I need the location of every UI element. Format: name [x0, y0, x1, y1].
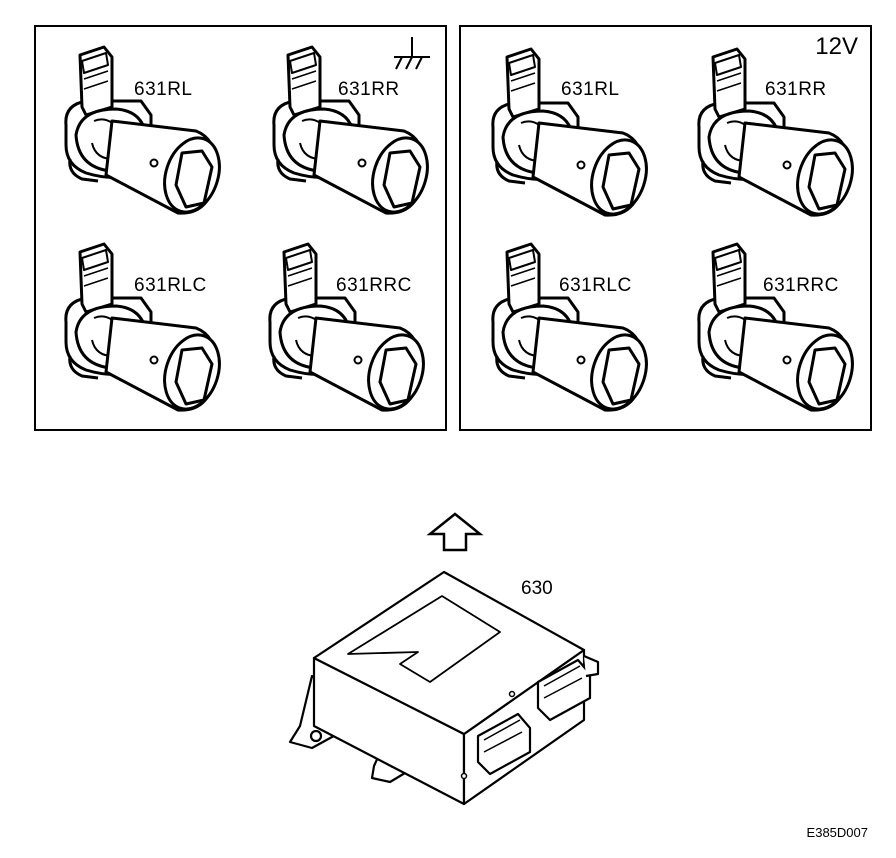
parking-sensor-icon: [46, 232, 226, 412]
parking-sensor-icon: [679, 37, 859, 217]
sensor-panel-supply: 12V 631RL 631RR 631RLC 631RRC: [459, 25, 872, 431]
parking-sensor-icon: [679, 232, 859, 412]
sensor-label: 631RL: [561, 79, 620, 100]
sensor-label: 631RRC: [763, 275, 839, 296]
sensor-label: 631RL: [134, 79, 193, 100]
ground-icon: [394, 37, 430, 70]
parking-sensor-icon: [46, 35, 226, 215]
control-module-icon: [288, 570, 600, 806]
parking-sensor-icon: [473, 37, 653, 217]
parking-sensor-icon: [250, 232, 430, 412]
module-label: 630: [521, 578, 553, 599]
sensor-label: 631RR: [338, 79, 400, 100]
sensor-label: 631RLC: [559, 275, 632, 296]
figure-code: E385D007: [806, 825, 868, 840]
sensor-panel-ground: 631RL 631RR 631RLC 631RRC: [34, 25, 447, 431]
arrow-up-icon: [426, 512, 484, 552]
sensor-label: 631RLC: [134, 275, 207, 296]
sensor-label: 631RRC: [336, 275, 412, 296]
parking-sensor-icon: [473, 232, 653, 412]
voltage-label: 12V: [815, 33, 858, 60]
sensor-label: 631RR: [765, 79, 827, 100]
